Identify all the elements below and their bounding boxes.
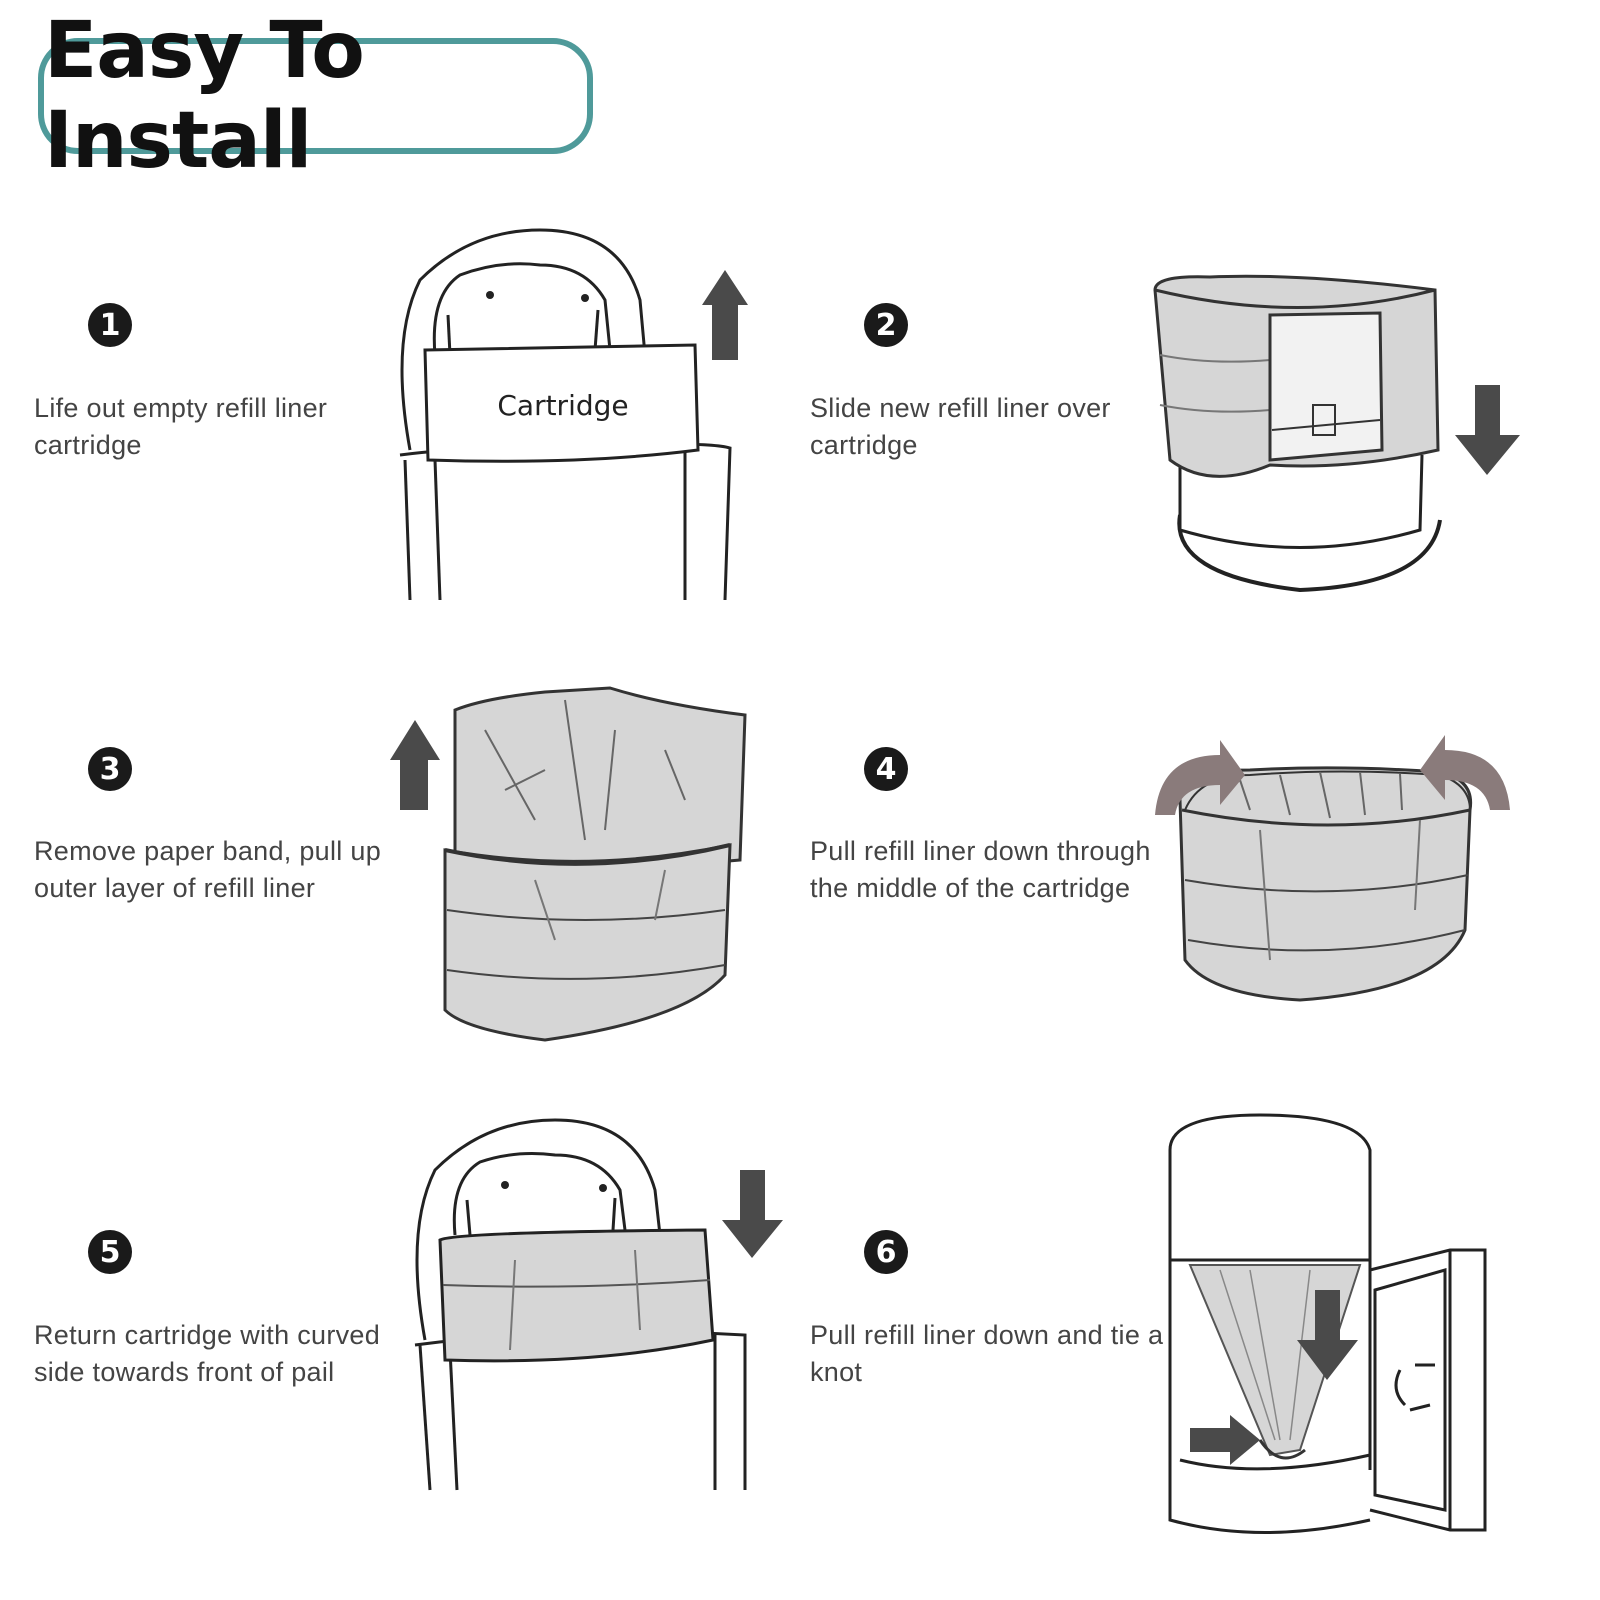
step-4-text: Pull refill liner down through the middl… [810, 836, 1151, 903]
page-title: Easy To Install [44, 6, 365, 186]
knot [1258, 1439, 1306, 1460]
step-2-text: Slide new refill liner over cartridge [810, 393, 1111, 460]
down-arrow-icon [1455, 385, 1520, 475]
cartridge-label: Cartridge [497, 389, 628, 422]
step-2-number: 2 [864, 303, 908, 347]
step-5-illustration [414, 1118, 783, 1491]
cartridge-with-liner [438, 1228, 715, 1363]
step-1-illustration: Cartridge [399, 228, 748, 601]
step-3-number: 3 [88, 747, 132, 791]
curved-arrow-left-icon [1155, 740, 1245, 815]
step-3-text: Remove paper band, pull up outer layer o… [34, 836, 382, 903]
step-1-number: 1 [88, 303, 132, 347]
up-arrow-icon [702, 270, 748, 360]
step-2-illustration [1153, 274, 1520, 593]
step-4-illustration [1155, 735, 1510, 1002]
title-box: Easy To Install [38, 6, 593, 186]
cartridge-handle [400, 228, 647, 451]
down-arrow-icon [722, 1170, 783, 1258]
up-arrow-icon [390, 720, 440, 810]
step-5-text: Return cartridge with curved side toward… [34, 1320, 381, 1387]
step-6-number: 6 [864, 1230, 908, 1274]
step-6-text: Pull refill liner down and tie a knot [810, 1320, 1164, 1387]
down-arrow-icon [1297, 1290, 1358, 1380]
step-6-illustration [1168, 1113, 1487, 1534]
curved-arrow-right-icon [1420, 735, 1510, 810]
cartridge-box: Cartridge [423, 291, 700, 463]
step-1-text: Life out empty refill liner cartridge [34, 393, 328, 460]
step-5-number: 5 [88, 1230, 132, 1274]
right-arrow-icon [1190, 1415, 1260, 1465]
step-3-illustration [390, 686, 747, 1042]
step-4-number: 4 [864, 747, 908, 791]
